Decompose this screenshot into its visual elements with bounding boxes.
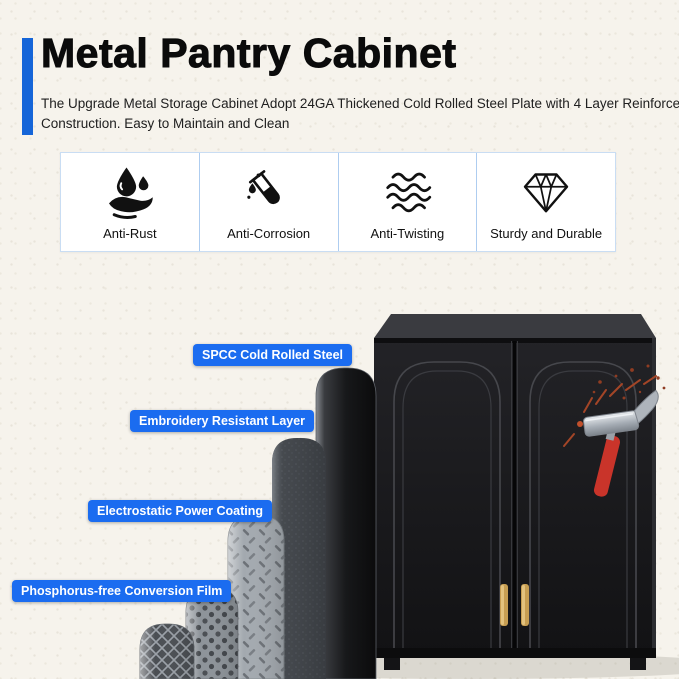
hammer-icon xyxy=(583,389,659,497)
cabinet-handles xyxy=(500,584,529,626)
sparks xyxy=(563,364,666,447)
feature-label: Anti-Twisting xyxy=(370,226,445,241)
title-accent-bar xyxy=(22,38,33,135)
layer-label-embroidery: Embroidery Resistant Layer xyxy=(130,410,315,432)
layer-powder-coating-sheet xyxy=(227,514,285,679)
mesh-sheet xyxy=(139,623,195,679)
material-layers xyxy=(139,367,377,679)
feature-label: Anti-Rust xyxy=(103,226,157,241)
feature-anti-rust: Anti-Rust xyxy=(61,153,200,251)
description-line-1: The Upgrade Metal Storage Cabinet Adopt … xyxy=(41,96,679,111)
feature-label: Anti-Corrosion xyxy=(227,226,311,241)
feature-anti-corrosion: Anti-Corrosion xyxy=(200,153,339,251)
feature-label: Sturdy and Durable xyxy=(490,226,603,241)
anti-rust-icon xyxy=(102,164,158,220)
layer-spcc-sheet xyxy=(315,367,377,679)
diamond-icon xyxy=(518,164,574,220)
anti-twisting-icon xyxy=(379,164,435,220)
description-line-2: Construction. Easy to Maintain and Clean xyxy=(41,116,290,131)
feature-anti-twisting: Anti-Twisting xyxy=(339,153,478,251)
feature-bar: Anti-Rust Anti-Corrosion xyxy=(60,152,616,252)
layer-label-phosphorus: Phosphorus-free Conversion Film xyxy=(12,580,232,602)
page-title: Metal Pantry Cabinet xyxy=(41,30,457,77)
cabinet xyxy=(374,314,656,670)
layer-conversion-film-sheet xyxy=(185,587,239,679)
anti-corrosion-icon xyxy=(241,164,297,220)
layer-label-spcc: SPCC Cold Rolled Steel xyxy=(193,344,352,366)
layer-label-electrostatic: Electrostatic Power Coating xyxy=(88,500,273,522)
layer-embroidery-sheet xyxy=(272,438,326,679)
feature-sturdy-durable: Sturdy and Durable xyxy=(477,153,615,251)
